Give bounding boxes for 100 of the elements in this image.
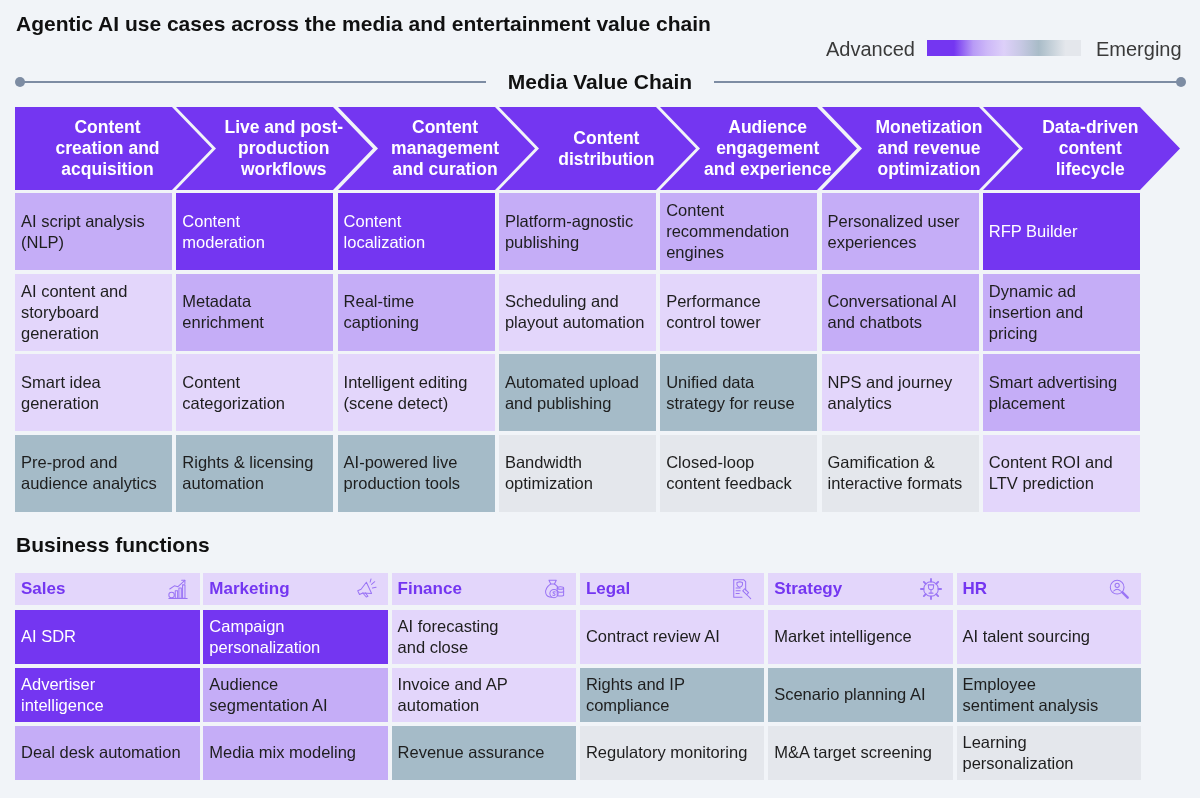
value-chain-stage [498, 107, 696, 190]
use-case-card [176, 273, 334, 351]
use-case-card [768, 610, 953, 664]
use-case-card [660, 354, 818, 431]
use-case-text: Rights & licensing automation [182, 452, 315, 494]
use-case-text: Campaign personalization [209, 615, 322, 658]
function-header [391, 573, 577, 605]
use-case-text: Content ROI and LTV prediction [988, 452, 1114, 494]
function-header [203, 573, 388, 605]
use-case-card [579, 668, 765, 722]
use-case-text: Content moderation [182, 210, 266, 253]
use-case-card [498, 354, 656, 431]
use-case-card [821, 273, 979, 351]
function-name: Marketing [209, 579, 290, 599]
use-case-text: Real-time captioning [343, 291, 420, 333]
use-case-text: Advertiser intelligence [21, 673, 105, 716]
use-case-card [982, 354, 1140, 431]
use-case-text: Dynamic ad insertion and pricing [988, 280, 1085, 344]
use-case-card [579, 610, 765, 664]
use-case-text: Smart advertising placement [988, 371, 1119, 414]
use-case-card [15, 354, 172, 431]
use-case-text: Deal desk automation [21, 742, 181, 764]
function-header [15, 573, 200, 605]
use-case-text: Content categorization [182, 371, 287, 414]
use-case-card [15, 668, 200, 722]
use-case-card [203, 668, 388, 722]
use-case-card [956, 668, 1141, 722]
use-case-text: Content recommendation engines [666, 200, 791, 263]
use-case-text: AI-powered live production tools [343, 452, 462, 494]
function-name: Finance [397, 579, 462, 599]
use-case-card [15, 434, 172, 512]
use-case-text: Performance control tower [666, 291, 762, 333]
stage-title: Monetization and revenue optimization [874, 117, 984, 180]
use-case-text: Personalized user experiences [827, 210, 961, 253]
use-case-text: Gamification & interactive formats [827, 452, 964, 494]
value-chain-stage [982, 107, 1180, 190]
use-case-text: AI content and storyboard generation [21, 280, 129, 344]
use-case-card [391, 726, 577, 780]
use-case-text: Unified data strategy for reuse [666, 371, 796, 414]
use-case-card [498, 273, 656, 351]
use-case-text: Invoice and AP automation [397, 673, 509, 716]
use-case-card [391, 610, 577, 664]
use-case-card [768, 668, 953, 722]
function-header [956, 573, 1141, 605]
page-title: Agentic AI use cases across the media and entertainment value chain [16, 12, 711, 36]
use-case-text: Pre-prod and audience analytics [21, 452, 158, 494]
use-case-text: Audience segmentation AI [209, 673, 329, 716]
value-chain-stage [176, 107, 374, 190]
use-case-card [391, 668, 577, 722]
use-case-text: Platform-agnostic publishing [504, 210, 635, 253]
use-case-text: NPS and journey analytics [827, 371, 954, 414]
function-header [579, 573, 765, 605]
use-case-text: Smart idea generation [21, 371, 102, 414]
stage-title: Data-driven content lifecycle [1041, 117, 1140, 180]
use-case-text: Rights and IP compliance [585, 673, 686, 716]
use-case-card [337, 193, 495, 270]
use-case-text: Learning personalization [962, 731, 1075, 774]
use-case-text: AI SDR [21, 626, 76, 648]
use-case-card [337, 434, 495, 512]
use-case-text: Content localization [343, 210, 427, 253]
use-case-text: Bandwidth optimization [504, 452, 594, 494]
use-case-card [203, 726, 388, 780]
use-case-text: Conversational AI and chatbots [827, 291, 958, 333]
use-case-card [15, 193, 172, 270]
use-case-card [821, 193, 979, 270]
function-name: Sales [21, 579, 66, 599]
use-case-text: Market intelligence [774, 626, 912, 648]
stage-title: Audience engagement and experience [702, 117, 833, 180]
use-case-text: Revenue assurance [397, 742, 545, 764]
use-case-card [15, 610, 200, 664]
use-case-text: Automated upload and publishing [504, 371, 640, 414]
use-case-card [982, 273, 1140, 351]
use-case-text: Intelligent editing (scene detect) [343, 371, 469, 414]
use-case-text: Media mix modeling [209, 742, 357, 764]
use-case-card [15, 726, 200, 780]
use-case-text: Employee sentiment analysis [962, 673, 1100, 716]
use-case-text: Regulatory monitoring [585, 742, 748, 764]
function-name: HR [962, 579, 988, 599]
use-case-text: Metadata enrichment [182, 291, 265, 333]
use-case-text: M&A target screening [774, 742, 932, 764]
use-case-card [203, 610, 388, 664]
legend-label: Advanced [826, 38, 915, 60]
use-case-text: Scenario planning AI [774, 684, 926, 706]
stage-title: Content distribution [557, 127, 656, 170]
value-chain-stage [15, 107, 212, 190]
stage-title: Live and post-production workflows [223, 117, 345, 180]
use-case-text: Closed-loop content feedback [666, 452, 793, 494]
use-case-card [821, 354, 979, 431]
use-case-card [660, 193, 818, 270]
function-header [768, 573, 953, 605]
function-name: Strategy [774, 579, 843, 599]
use-case-card [982, 434, 1140, 512]
use-case-card [337, 273, 495, 351]
use-case-text: AI forecasting and close [397, 615, 500, 658]
use-case-card [660, 273, 818, 351]
use-case-card [176, 354, 334, 431]
use-case-card [498, 193, 656, 270]
use-case-text: Contract review AI [585, 626, 720, 648]
use-case-card [982, 193, 1140, 270]
use-case-text: Scheduling and playout automation [504, 291, 646, 333]
